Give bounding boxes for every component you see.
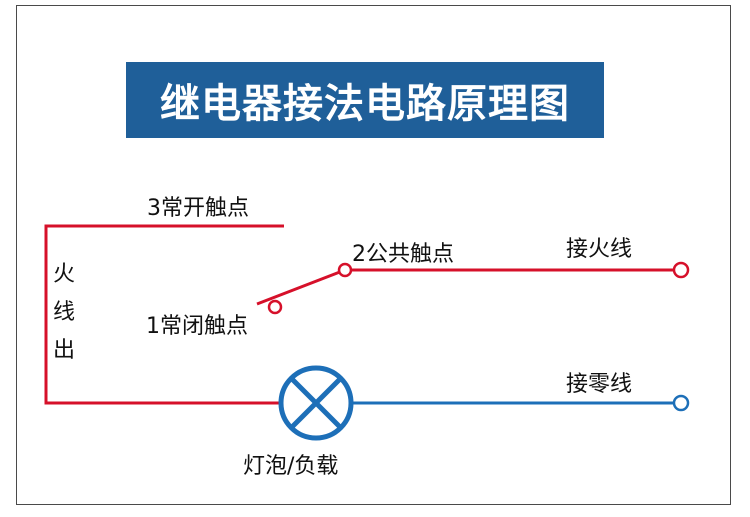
load-label: 灯泡/负载 (243, 454, 339, 479)
neutral-in-label: 接零线 (566, 372, 633, 397)
nc-contact-label: 1常闭触点 (146, 314, 248, 339)
diagram-title: 继电器接法电路原理图 (160, 81, 570, 127)
title-banner: 继电器接法电路原理图 (126, 62, 604, 138)
common-contact-label: 2公共触点 (352, 242, 454, 267)
diagram-frame (16, 5, 731, 505)
common-contact-terminal-icon (337, 262, 353, 278)
live-in-label: 接火线 (566, 237, 633, 262)
no-contact-label: 3常开触点 (147, 196, 249, 221)
lamp-cross-circle-icon (278, 365, 354, 441)
live-terminal-icon (672, 261, 690, 279)
live-out-wire (44, 224, 284, 405)
switch-blade (256, 268, 346, 306)
neutral-terminal-icon (672, 394, 690, 412)
live-out-label: 火线出 (52, 262, 75, 363)
nc-contact-terminal-icon (267, 299, 283, 315)
